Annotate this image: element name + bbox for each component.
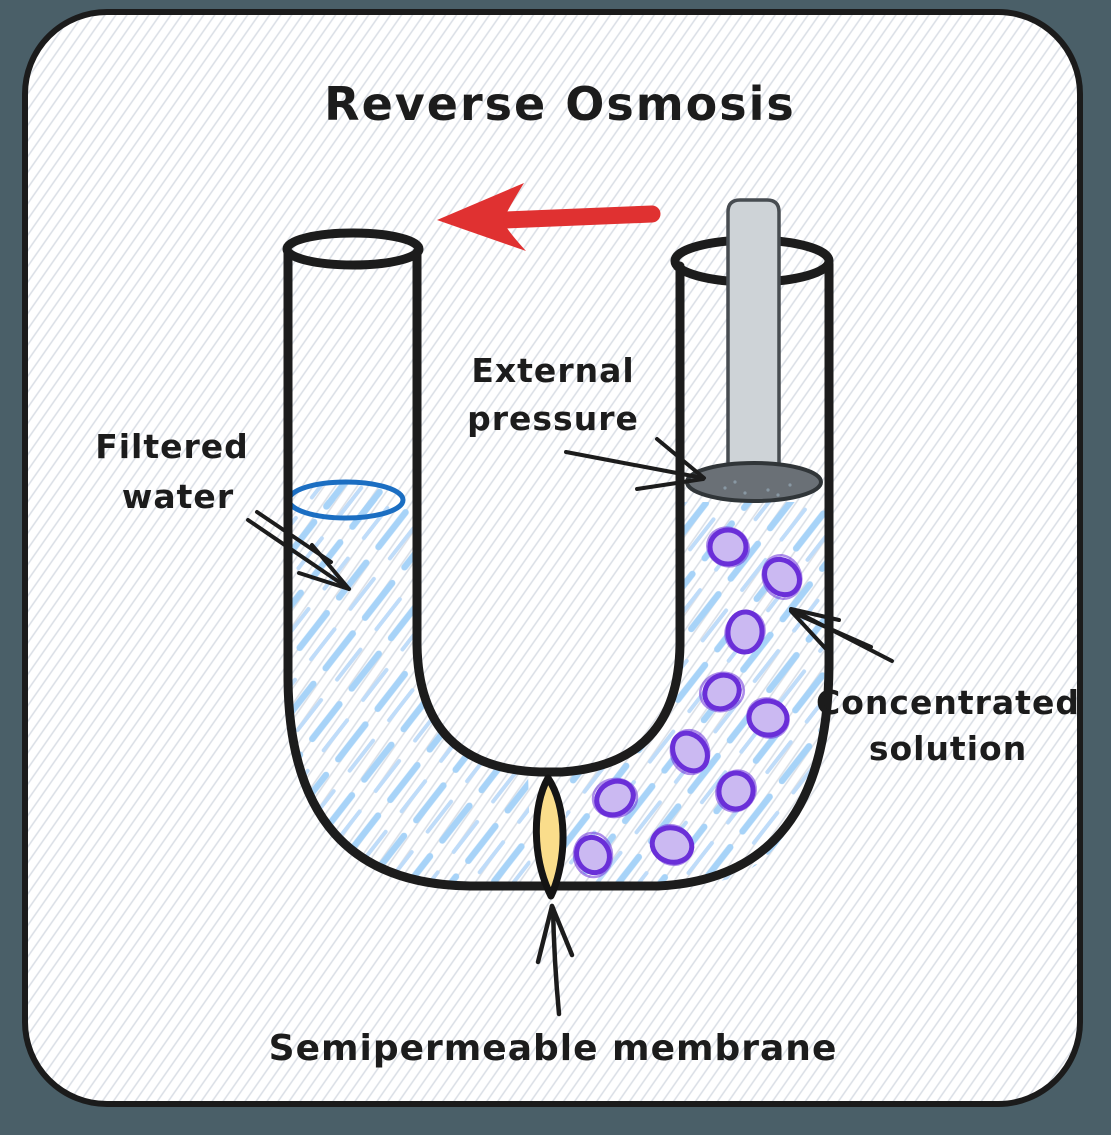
- solute-particle: [724, 609, 766, 655]
- filtered-water-arrow-icon: [246, 510, 351, 591]
- solute-particle: [706, 526, 750, 568]
- solute-particle: [698, 671, 746, 713]
- concentrated-solution-arrow-icon: [789, 607, 894, 663]
- flow-direction-arrow-icon: [437, 183, 661, 251]
- solute-particle: [572, 831, 614, 879]
- solute-particles-layer: [572, 526, 803, 879]
- page-title: Reverse Osmosis: [324, 77, 796, 131]
- solute-particle: [761, 554, 803, 600]
- u-tube-inner-wall: [412, 247, 685, 777]
- filtered-water-label-line2: water: [122, 477, 234, 516]
- concentrated-solution-label-line2: solution: [869, 729, 1027, 768]
- left-tube-rim: [282, 228, 424, 270]
- external-pressure-label-line1: External: [471, 351, 634, 390]
- solute-particle: [715, 769, 757, 813]
- semipermeable-membrane-label: Semipermeable membrane: [269, 1028, 838, 1069]
- solute-particle: [746, 697, 790, 739]
- external-pressure-arrow-icon: [564, 437, 706, 491]
- membrane-lens: [532, 774, 567, 900]
- filtered-water-label-line1: Filtered: [95, 427, 249, 466]
- u-tube-outer-wall: [283, 247, 834, 891]
- external-pressure-label-line2: pressure: [467, 399, 639, 438]
- filtered-water-region: [292, 500, 531, 886]
- solute-particle: [649, 823, 695, 867]
- solute-particle: [669, 728, 711, 776]
- membrane-arrow-icon: [535, 903, 575, 1017]
- concentrated-solution-label-line1: Concentrated: [816, 683, 1080, 722]
- piston-rod: [726, 198, 781, 490]
- piston-plunger: [685, 461, 823, 503]
- piston-plunger-texture: [723, 480, 792, 497]
- solute-particle: [591, 777, 639, 819]
- water-surface: [286, 479, 406, 521]
